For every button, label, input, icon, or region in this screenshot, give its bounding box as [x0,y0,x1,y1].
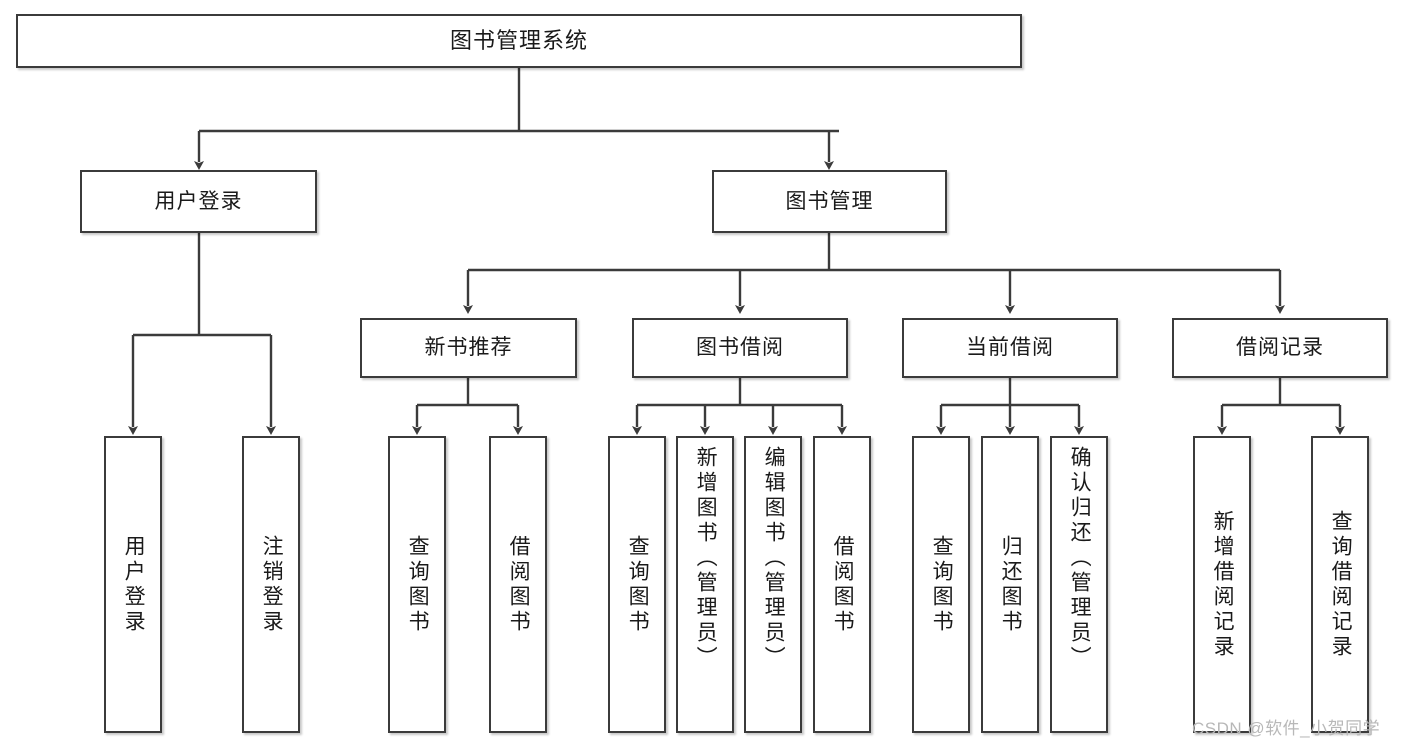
node-book-borrow-label: 图书借阅 [696,336,784,360]
node-user-login[interactable]: 用户登录 [80,170,317,233]
leaf-user-login-logout[interactable]: 注销登录 [242,436,300,733]
leaf-label: 新增借阅记录 [1211,509,1235,660]
node-borrow-record[interactable]: 借阅记录 [1172,318,1388,378]
leaf-label: 归还图书 [999,534,1023,635]
node-borrow-record-label: 借阅记录 [1236,336,1324,360]
leaf-label: 注销登录 [260,534,284,635]
node-current-borrow[interactable]: 当前借阅 [902,318,1118,378]
leaf-book-borrow-add[interactable]: 新增图书（管理员） [676,436,734,733]
leaf-new-book-query[interactable]: 查询图书 [388,436,446,733]
leaf-borrow-record-add[interactable]: 新增借阅记录 [1193,436,1251,733]
leaf-label: 查询图书 [626,534,650,635]
leaf-current-borrow-return[interactable]: 归还图书 [981,436,1039,733]
csdn-watermark: CSDN @软件_小贺同学 [1192,719,1381,738]
node-new-book-recommend[interactable]: 新书推荐 [360,318,577,378]
leaf-user-login-login[interactable]: 用户登录 [104,436,162,733]
leaf-label: 编辑图书（管理员） [762,446,786,671]
leaf-label: 查询借阅记录 [1329,509,1353,660]
node-new-book-recommend-label: 新书推荐 [424,336,513,360]
leaf-label: 查询图书 [930,534,954,635]
leaf-label: 借阅图书 [831,534,855,635]
node-root[interactable]: 图书管理系统 [16,14,1022,68]
leaf-book-borrow-query[interactable]: 查询图书 [608,436,666,733]
node-root-label: 图书管理系统 [449,27,588,53]
node-user-login-label: 用户登录 [154,189,243,213]
leaf-new-book-borrow[interactable]: 借阅图书 [489,436,547,733]
leaf-label: 确认归还（管理员） [1068,446,1092,671]
leaf-label: 借阅图书 [507,534,531,635]
leaf-label: 查询图书 [406,534,430,635]
leaf-label: 用户登录 [122,534,146,635]
leaf-current-borrow-query[interactable]: 查询图书 [912,436,970,733]
leaf-current-borrow-confirm[interactable]: 确认归还（管理员） [1050,436,1108,733]
node-book-management-label: 图书管理 [785,189,874,213]
leaf-book-borrow-edit[interactable]: 编辑图书（管理员） [744,436,802,733]
node-current-borrow-label: 当前借阅 [966,336,1054,360]
leaf-book-borrow-borrow[interactable]: 借阅图书 [813,436,871,733]
node-book-management[interactable]: 图书管理 [712,170,947,233]
node-book-borrow[interactable]: 图书借阅 [632,318,848,378]
leaf-label: 新增图书（管理员） [694,446,718,671]
leaf-borrow-record-query[interactable]: 查询借阅记录 [1311,436,1369,733]
